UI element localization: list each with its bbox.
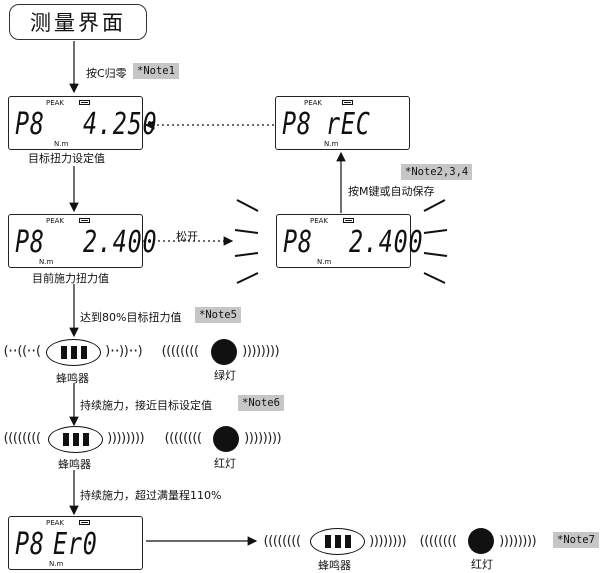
battery-icon bbox=[79, 218, 90, 223]
page-title: 测量界面 bbox=[9, 4, 147, 40]
lcd-value: rEC bbox=[326, 107, 371, 142]
light-waves-left: (((((((( bbox=[160, 344, 200, 359]
unit-label: N.m bbox=[317, 258, 332, 266]
lcd-error: PEAK P8 Er0 N.m bbox=[8, 516, 143, 570]
red-light-icon bbox=[213, 426, 239, 452]
lcd-value: 2.400 bbox=[349, 225, 424, 260]
unit-label: N.m bbox=[39, 258, 54, 266]
caption-green-light: 绿灯 bbox=[214, 369, 236, 382]
note-2-3-4: *Note2,3,4 bbox=[401, 164, 473, 180]
battery-icon bbox=[79, 100, 90, 105]
caption-reach-80: 达到80%目标扭力值 bbox=[80, 311, 182, 324]
lcd-error-value: Er0 bbox=[53, 527, 98, 562]
buzzer-icon bbox=[48, 426, 103, 453]
green-light-icon bbox=[211, 339, 237, 365]
flash-rays bbox=[234, 199, 448, 284]
lcd-mode: P8 bbox=[15, 225, 45, 260]
note-6: *Note6 bbox=[238, 395, 284, 411]
caption-zero: 按C归零 bbox=[86, 67, 127, 80]
battery-icon bbox=[79, 520, 90, 525]
light-waves-left: (((((((( bbox=[163, 431, 203, 446]
lcd-value: 4.250 bbox=[83, 107, 158, 142]
caption-continue-near: 持续施力，接近目标设定值 bbox=[80, 399, 212, 412]
buzzer-waves-left: (··((··( bbox=[2, 344, 42, 359]
caption-red-light: 红灯 bbox=[471, 558, 493, 571]
battery-icon bbox=[342, 100, 353, 105]
caption-target-set: 目标扭力设定值 bbox=[28, 152, 105, 165]
lcd-mode: P8 bbox=[282, 107, 312, 142]
buzzer-icon bbox=[46, 339, 101, 366]
red-light-icon bbox=[468, 528, 494, 554]
caption-current-torque: 目前施力扭力值 bbox=[32, 272, 109, 285]
buzzer-waves-right: )))))))) bbox=[106, 431, 146, 446]
light-waves-right: )))))))) bbox=[243, 431, 283, 446]
buzzer-waves-right: )··))··) bbox=[104, 344, 144, 359]
lcd-record: PEAK P8 rEC N.m bbox=[275, 96, 410, 150]
lcd-mode: P8 bbox=[15, 107, 45, 142]
note-7: *Note7 bbox=[553, 532, 599, 548]
note-1: *Note1 bbox=[133, 63, 179, 79]
buzzer-waves-right: )))))))) bbox=[368, 534, 408, 549]
buzzer-waves-left: (((((((( bbox=[262, 534, 302, 549]
lcd-value: 2.400 bbox=[83, 225, 158, 260]
battery-icon bbox=[343, 218, 354, 223]
light-waves-left: (((((((( bbox=[418, 534, 458, 549]
buzzer-icon bbox=[310, 528, 365, 555]
lcd-blinking: PEAK P8 2.400 N.m bbox=[276, 214, 423, 268]
lcd-current-torque: PEAK P8 2.400 N.m bbox=[8, 214, 157, 268]
peak-label: PEAK bbox=[310, 217, 329, 225]
light-waves-right: )))))))) bbox=[498, 534, 538, 549]
light-waves-right: )))))))) bbox=[241, 344, 281, 359]
lcd-target-set: PEAK P8 4.250 N.m bbox=[8, 96, 157, 150]
lcd-error-code: P8 bbox=[15, 527, 45, 562]
buzzer-waves-left: (((((((( bbox=[2, 431, 42, 446]
peak-label: PEAK bbox=[46, 99, 65, 107]
unit-label: N.m bbox=[54, 140, 69, 148]
caption-buzzer: 蜂鸣器 bbox=[56, 372, 89, 385]
unit-label: N.m bbox=[324, 140, 339, 148]
caption-save: 按M键或自动保存 bbox=[348, 185, 435, 198]
caption-release: 松开 bbox=[176, 230, 198, 243]
peak-label: PEAK bbox=[304, 99, 323, 107]
caption-buzzer: 蜂鸣器 bbox=[318, 559, 351, 572]
peak-label: PEAK bbox=[46, 519, 65, 527]
caption-red-light: 红灯 bbox=[214, 457, 236, 470]
peak-label: PEAK bbox=[46, 217, 65, 225]
lcd-mode: P8 bbox=[283, 225, 313, 260]
note-5: *Note5 bbox=[195, 307, 241, 323]
caption-continue-over: 持续施力，超过满量程110% bbox=[80, 489, 222, 502]
caption-buzzer: 蜂鸣器 bbox=[58, 458, 91, 471]
unit-label: N.m bbox=[49, 560, 64, 568]
